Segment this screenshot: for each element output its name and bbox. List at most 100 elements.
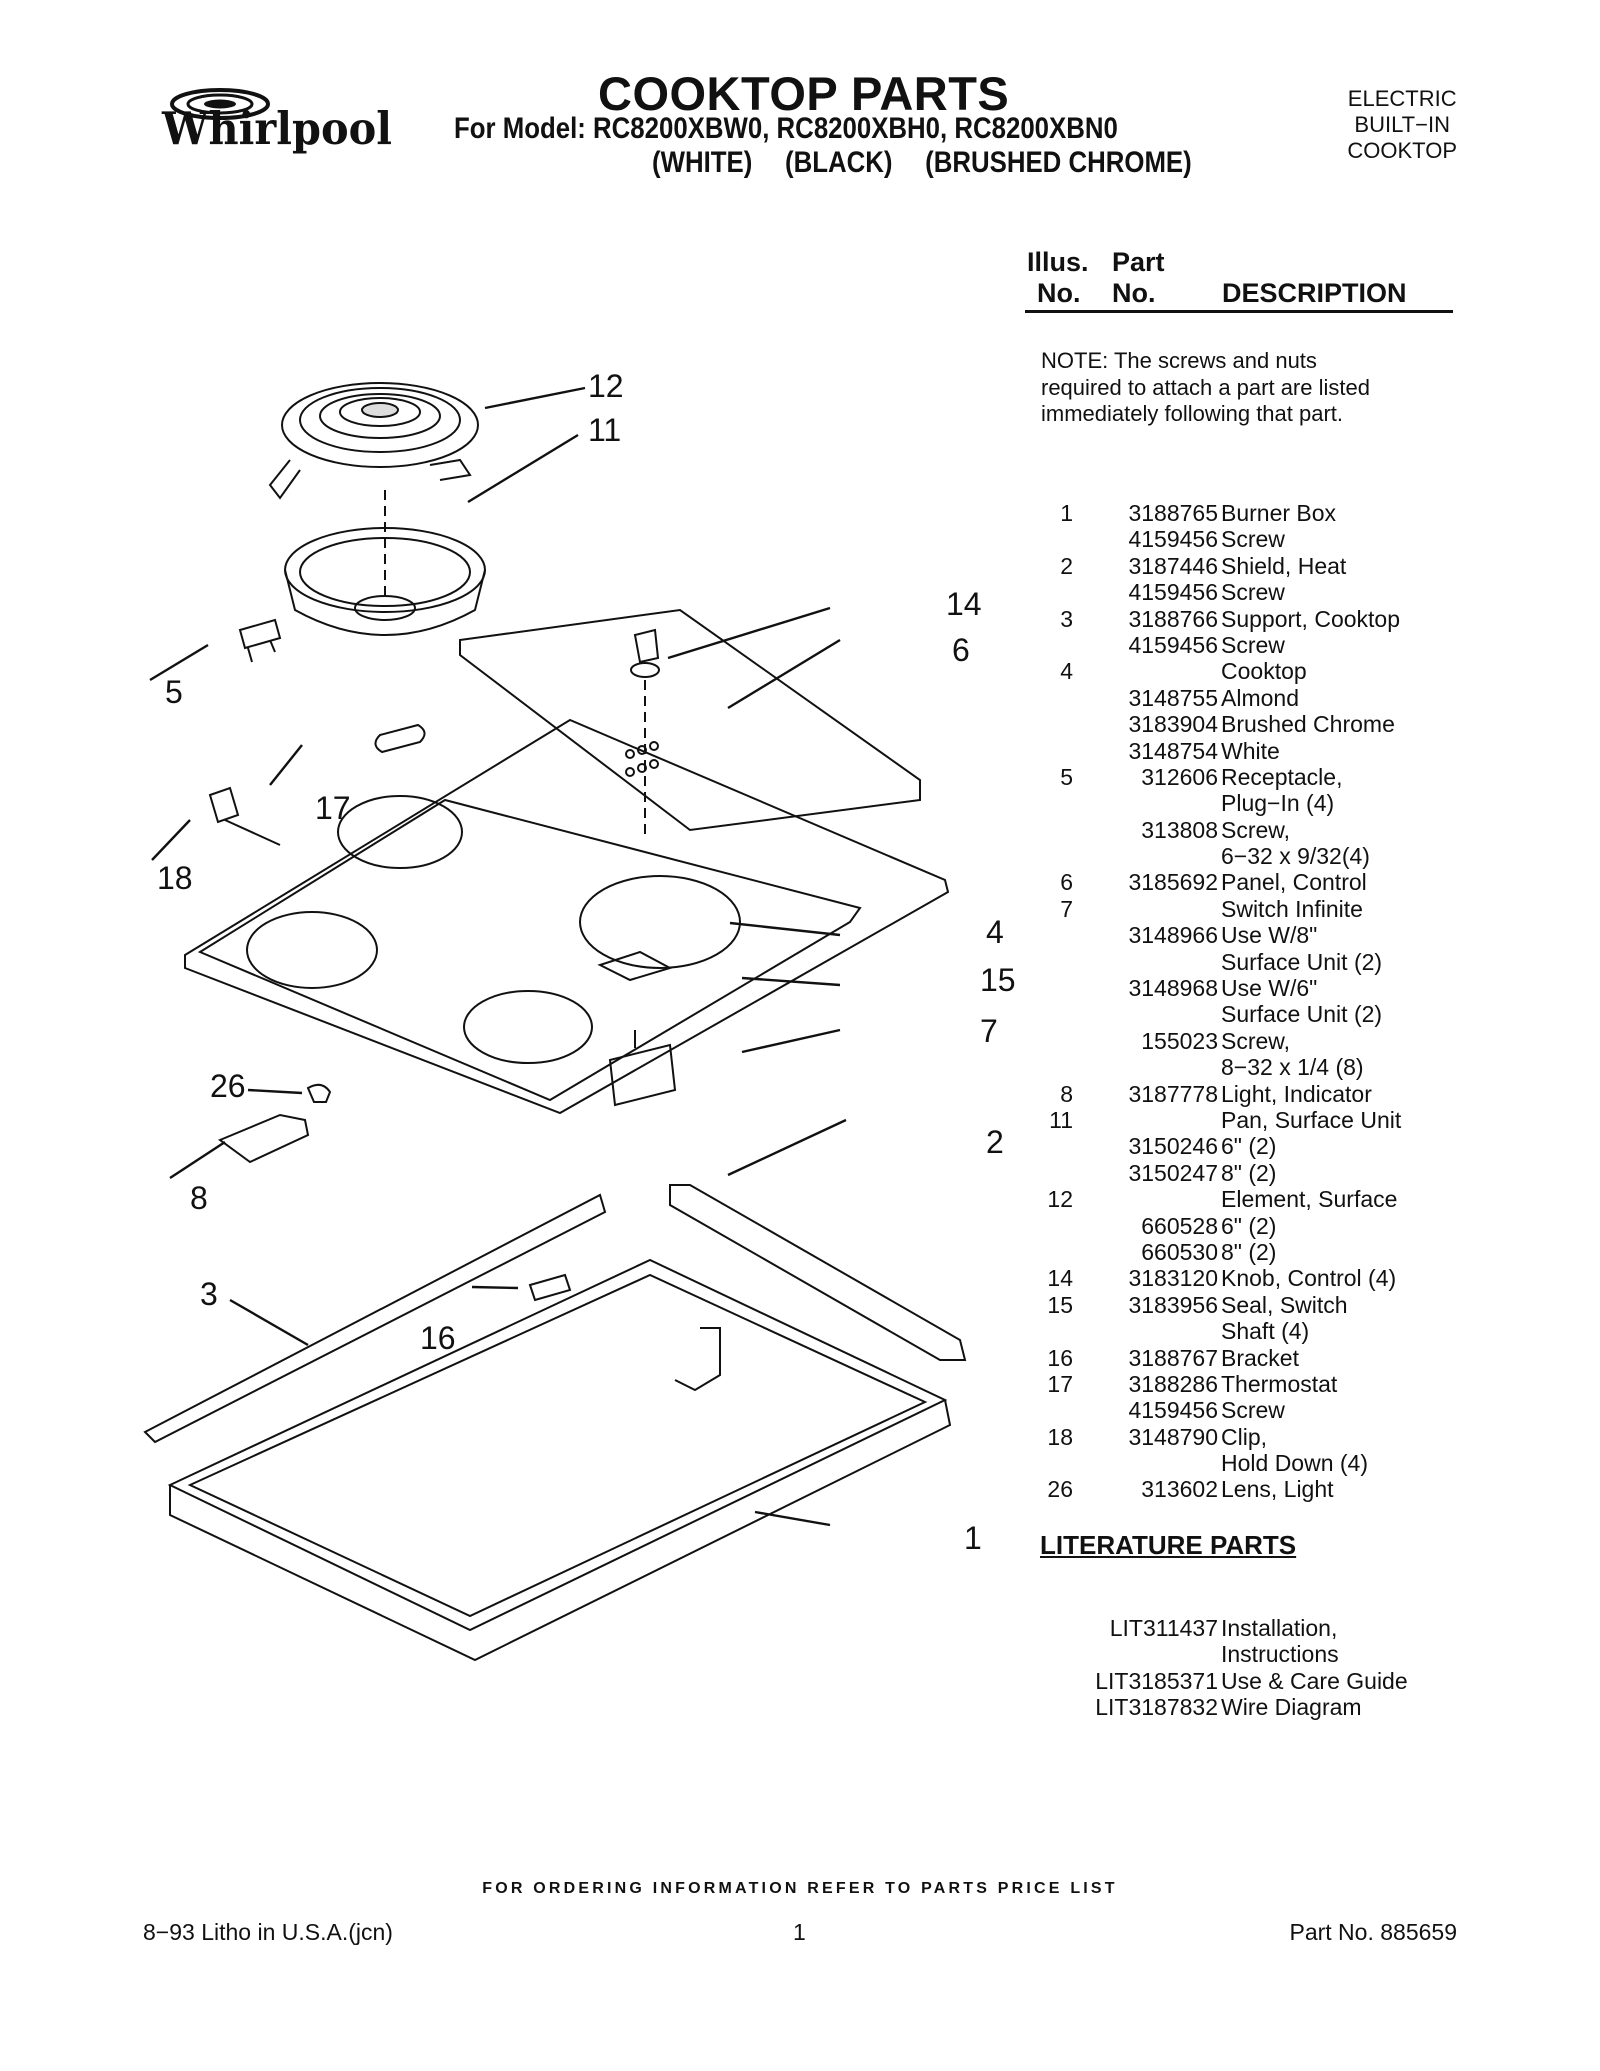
table-row: 4 Cooktop [1025, 658, 1465, 684]
color-brushed-chrome: (BRUSHED CHROME) [925, 146, 1192, 179]
illus-number: 26 [1047, 1476, 1073, 1503]
part-number-cell: 3148755 [1128, 684, 1218, 711]
table-row: Instructions [1025, 1641, 1465, 1667]
description-cell: Pan, Surface Unit [1221, 1106, 1402, 1133]
part-number-cell: 4159456 [1128, 526, 1218, 553]
part-number: Part No. 885659 [1289, 1919, 1457, 1945]
description-cell: Surface Unit (2) [1221, 1001, 1383, 1028]
part-number-cell: 4159456 [1128, 579, 1218, 606]
callout-5: 5 [165, 674, 183, 710]
description-cell: Light, Indicator [1221, 1080, 1372, 1107]
part-number-cell: 660530 [1141, 1238, 1218, 1265]
part-number-cell: 3183956 [1128, 1291, 1218, 1318]
description-cell: Screw, [1221, 1027, 1291, 1054]
description-cell: Screw [1221, 579, 1285, 606]
part-number-cell: 3183904 [1128, 711, 1218, 738]
callout-4: 4 [986, 914, 1004, 950]
part-number-cell: 3150246 [1128, 1133, 1218, 1160]
description-cell: 6−32 x 9/32(4) [1221, 843, 1370, 870]
callout-8: 8 [190, 1180, 208, 1216]
part-header-line1: Part [1112, 247, 1165, 277]
callout-leaders [149, 386, 847, 1527]
description-cell: Shield, Heat [1221, 552, 1347, 579]
brand-wordmark: Whirlpool [161, 102, 392, 155]
table-row: 7 Switch Infinite [1025, 896, 1465, 922]
table-row: Hold Down (4) [1025, 1450, 1465, 1476]
description-cell: Use & Care Guide [1221, 1667, 1408, 1694]
description-cell: Brushed Chrome [1221, 711, 1395, 738]
table-row: 12 Element, Surface [1025, 1186, 1465, 1212]
model-line: For Model: RC8200XBW0, RC8200XBH0, RC820… [454, 112, 1118, 145]
screw-note: NOTE: The screws and nuts required to at… [1041, 348, 1370, 426]
part-number-cell: 4159456 [1128, 631, 1218, 658]
product-type-line: ELECTRIC [1347, 86, 1457, 111]
description-cell: Use W/8" [1221, 922, 1318, 949]
part-number-cell: 313602 [1141, 1476, 1218, 1503]
color-black: (BLACK) [784, 146, 893, 179]
part-number-cell: 3150247 [1128, 1159, 1218, 1186]
illus-number: 16 [1047, 1344, 1073, 1371]
illus-number: 7 [1060, 895, 1073, 922]
illus-header-line1: Illus. [1027, 247, 1089, 277]
callout-26: 26 [210, 1068, 246, 1104]
illus-number: 6 [1060, 869, 1073, 896]
description-cell: Use W/6" [1221, 975, 1318, 1002]
part-number-cell: 3185692 [1128, 869, 1218, 896]
illus-no-header: Illus. No. [1027, 247, 1089, 309]
description-cell: Burner Box [1221, 500, 1337, 526]
part-number-cell: LIT3187832 [1095, 1694, 1218, 1721]
part-number-cell: 3188765 [1128, 500, 1218, 526]
illus-number: 5 [1060, 763, 1073, 790]
description-cell: Clip, [1221, 1423, 1268, 1450]
description-cell: 8" (2) [1221, 1238, 1277, 1265]
illus-number: 4 [1060, 658, 1073, 685]
illus-number: 8 [1060, 1080, 1073, 1107]
description-cell: Cooktop [1221, 658, 1307, 685]
part-number-cell: 3188286 [1128, 1370, 1218, 1397]
description-cell: Thermostat [1221, 1370, 1338, 1397]
callout-18: 18 [157, 860, 193, 896]
table-row: 6−32 x 9/32(4) [1025, 843, 1465, 869]
callout-12: 12 [588, 368, 624, 404]
color-variants: (WHITE)(BLACK)(BRUSHED CHROME) [652, 146, 1192, 180]
description-cell: White [1221, 737, 1280, 764]
litho-note: 8−93 Litho in U.S.A.(jcn) [143, 1919, 393, 1945]
part-number-cell: 3187446 [1128, 552, 1218, 579]
description-cell: Element, Surface [1221, 1186, 1398, 1213]
part-number-cell: 312606 [1141, 763, 1218, 790]
product-type: ELECTRIC BUILT−IN COOKTOP [1347, 86, 1457, 164]
description-cell: Wire Diagram [1221, 1694, 1362, 1721]
page-number: 1 [793, 1919, 806, 1945]
callout-14: 14 [946, 586, 982, 622]
description-cell: Bracket [1221, 1344, 1299, 1371]
description-cell: Instructions [1221, 1641, 1339, 1668]
part-number-cell: LIT311437 [1109, 1615, 1218, 1641]
description-cell: Screw [1221, 631, 1285, 658]
description-cell: Screw [1221, 526, 1285, 553]
description-cell: Switch Infinite [1221, 895, 1363, 922]
illus-number: 17 [1047, 1370, 1073, 1397]
cooktop-drawing [184, 718, 950, 1115]
callout-15: 15 [980, 962, 1016, 998]
illus-number: 12 [1047, 1186, 1073, 1213]
callout-17: 17 [315, 790, 351, 826]
part-number-cell: 4159456 [1128, 1397, 1218, 1424]
drip-pan-drawing [284, 527, 486, 636]
part-number-cell: 3148966 [1128, 922, 1218, 949]
callout-1: 1 [964, 1520, 982, 1556]
part-header-line2: No. [1112, 278, 1156, 308]
description-cell: Lens, Light [1221, 1476, 1334, 1503]
